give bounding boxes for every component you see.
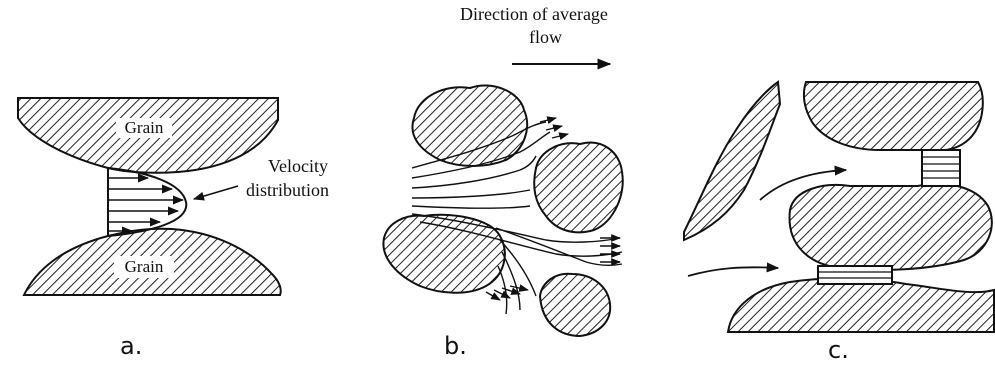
velocity-pointer-arrow [194, 186, 238, 199]
grain-b1 [412, 85, 527, 166]
grain-b2 [534, 143, 623, 233]
contact-bridge-upper [922, 150, 960, 186]
panel-a: Grain Grain Velocity distribution a. [18, 98, 329, 360]
contact-bridge-lower [818, 266, 892, 284]
grain-c-bottom [728, 278, 994, 332]
grain-c-left [684, 82, 780, 240]
panel-c: c. [684, 82, 994, 364]
direction-label-line2: flow [529, 27, 562, 47]
grain-c-middle [790, 184, 992, 270]
direction-label-line1: Direction of average [460, 4, 608, 24]
panel-b: Direction of average flow [383, 4, 622, 360]
caption-a: a. [120, 332, 142, 360]
caption-b: b. [444, 332, 467, 360]
velocity-label-line1: Velocity [268, 156, 328, 176]
grain-top-label: Grain [125, 118, 164, 137]
grain-c-top [804, 82, 983, 151]
grain-bottom-label: Grain [125, 257, 164, 276]
grain-b4 [540, 274, 610, 336]
velocity-label-line2: distribution [246, 180, 329, 200]
caption-c: c. [828, 336, 849, 364]
